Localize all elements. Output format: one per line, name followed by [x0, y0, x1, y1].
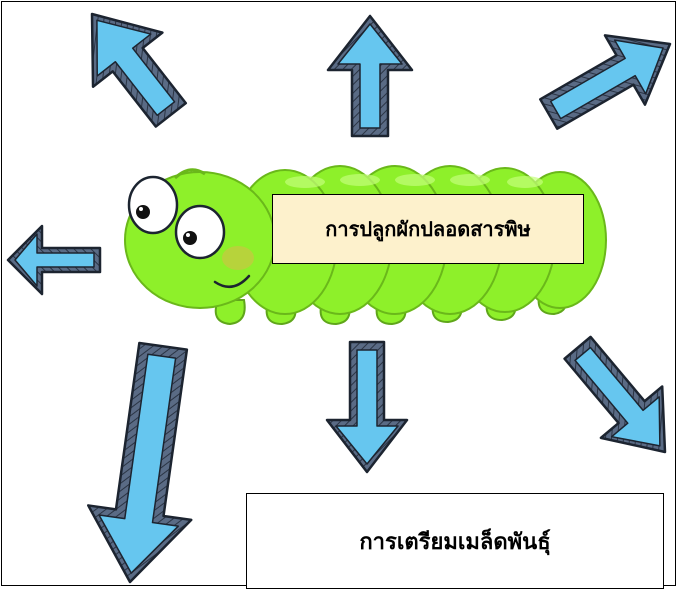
- arrow-down-right-icon: [563, 335, 667, 454]
- arrow-up-left-icon: [90, 12, 188, 128]
- arrow-up-right-icon: [539, 34, 672, 130]
- answer-box-bottom-right: การเตรียมเมล็ดพันธุ์: [246, 493, 664, 589]
- arrow-left-icon: [6, 224, 102, 296]
- arrow-down-icon: [325, 340, 409, 474]
- arrow-up-icon: [326, 14, 414, 138]
- arrow-down-left-icon: [86, 341, 193, 584]
- center-topic-label: การปลูกผักปลอดสารพิษ: [272, 194, 584, 264]
